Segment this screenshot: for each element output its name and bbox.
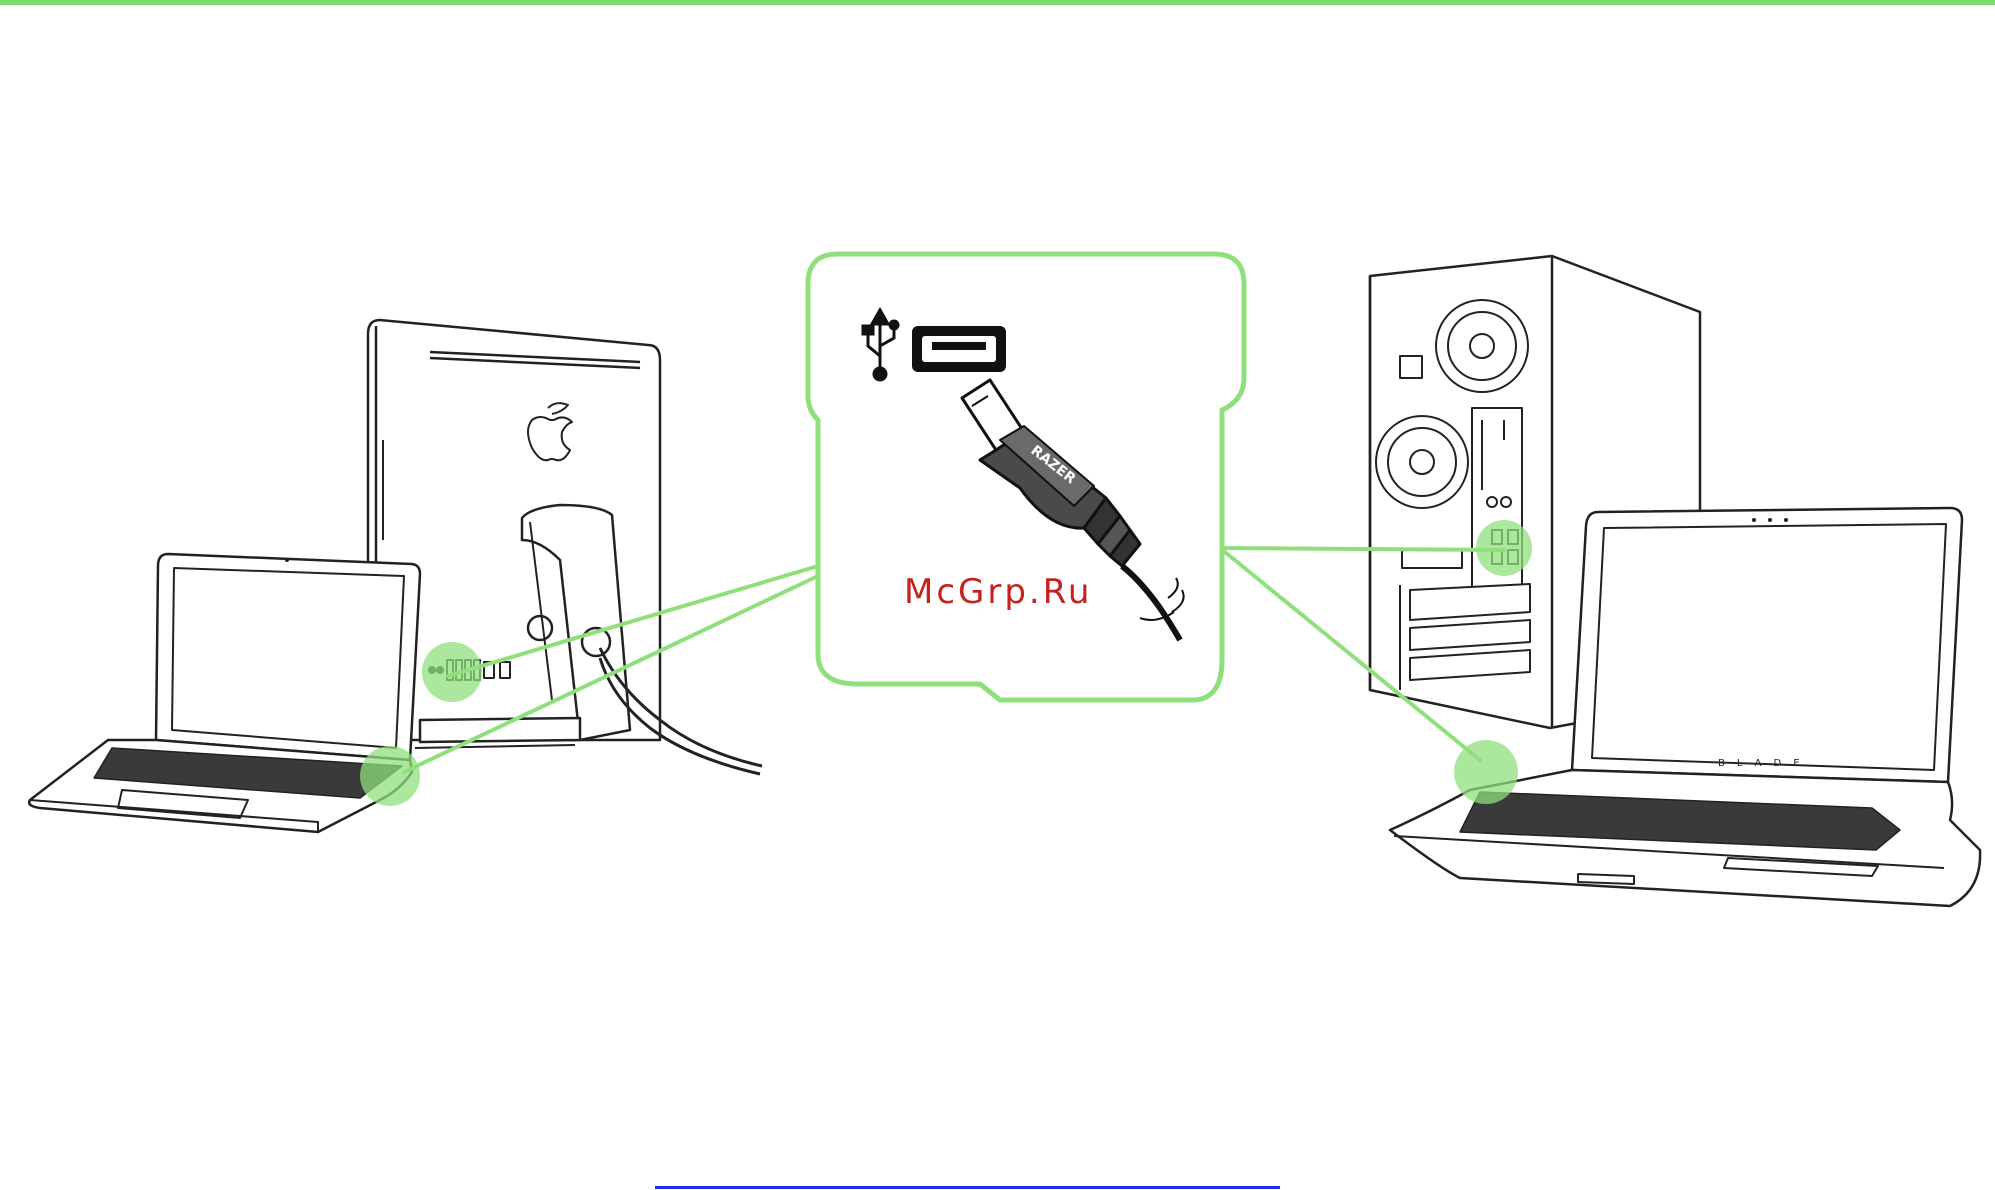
usb-port-icon (912, 326, 1006, 372)
tower-fan-bottom (1376, 416, 1468, 508)
watermark-text: McGrp.Ru (904, 572, 1092, 612)
bottom-link-underline (655, 1186, 1280, 1189)
macbook-port-highlight (360, 746, 420, 806)
tower-fan-top (1436, 300, 1528, 392)
imac-port-highlight (422, 642, 482, 702)
tower-port-highlight (1476, 520, 1532, 576)
imac-illustration (368, 320, 762, 774)
left-laptop-illustration (29, 554, 420, 832)
blade-port-highlight (1454, 740, 1518, 804)
laptop-brand-logo: BLADE (1718, 758, 1812, 769)
